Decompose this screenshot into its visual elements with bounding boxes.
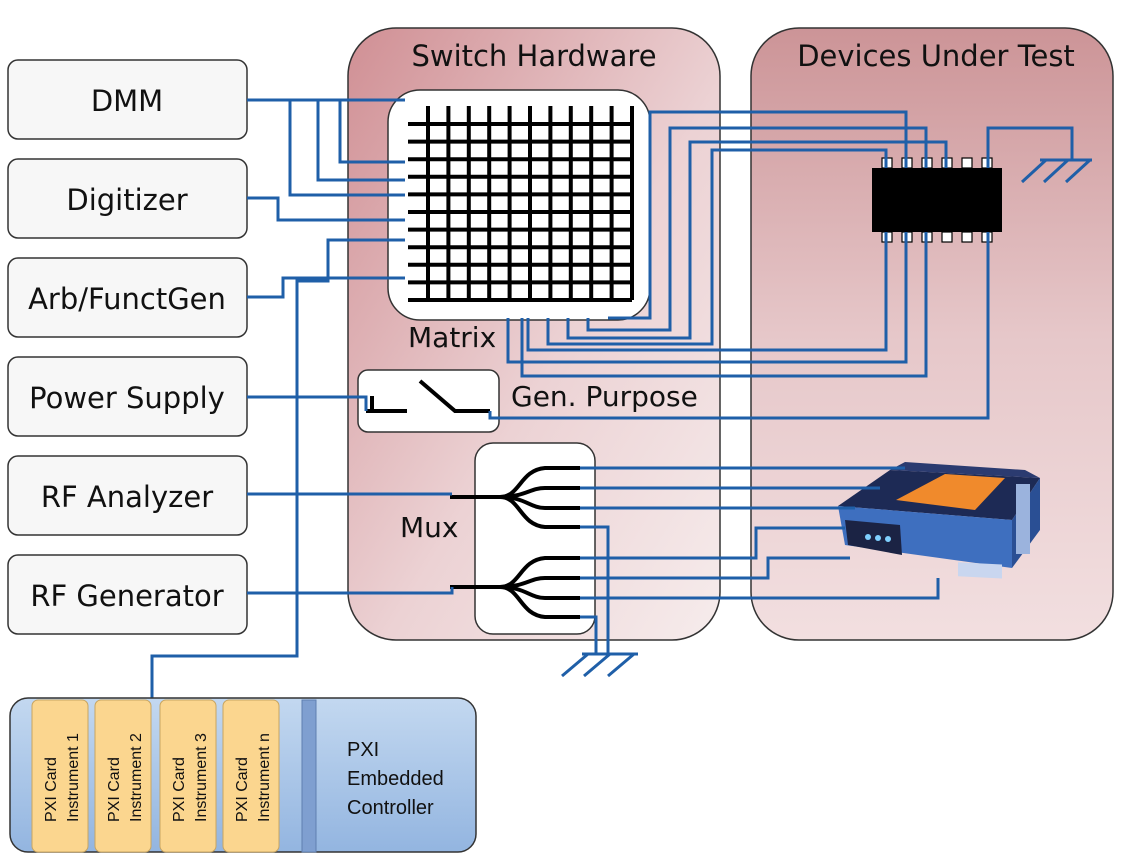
ground-icon: [561, 652, 638, 678]
ic-chip-icon: [872, 157, 1002, 243]
gen-purpose-switch: Gen. Purpose: [357, 369, 698, 433]
instrument-label: Arb/FunctGen: [28, 282, 226, 316]
instrument-label: RF Analyzer: [41, 480, 213, 514]
instrument-label: Digitizer: [66, 183, 187, 217]
mux-switch: Mux: [400, 442, 596, 635]
matrix-switch: Matrix: [387, 89, 651, 354]
dut-title: Devices Under Test: [797, 39, 1075, 73]
pxi-chassis: PXI Card Instrument 1 PXI Card Instrumen…: [9, 697, 477, 853]
controller-line2: Embedded: [347, 768, 444, 790]
instrument-list: DMM Digitizer Arb/FunctGen Power Supply …: [7, 59, 248, 635]
switch-hardware-title: Switch Hardware: [411, 39, 656, 73]
pxi-card-line2: Instrument n: [256, 733, 273, 822]
gen-purpose-label: Gen. Purpose: [511, 380, 698, 413]
mux-fan-bottom: [450, 556, 580, 619]
pxi-card-line1: PXI Card: [234, 757, 251, 822]
chip-pin-bottom: [961, 231, 973, 243]
instrument-rf-generator[interactable]: RF Generator: [7, 554, 248, 635]
chip-pin-bottom: [941, 231, 953, 243]
controller-line1: PXI: [347, 739, 379, 761]
chip-pin-top: [961, 157, 973, 169]
pxi-card-n[interactable]: PXI Card Instrument n: [222, 699, 280, 853]
wiring: [150, 98, 1074, 698]
instrument-digitizer[interactable]: Digitizer: [7, 158, 248, 239]
instrument-label: RF Generator: [30, 579, 223, 613]
instrument-label: Power Supply: [29, 381, 225, 415]
pxi-card-line2: Instrument 3: [193, 733, 210, 822]
pxi-card-line2: Instrument 1: [65, 733, 82, 822]
pxi-card-line1: PXI Card: [106, 757, 123, 822]
router-icon: [838, 462, 1040, 579]
instrument-label: DMM: [91, 84, 163, 118]
pxi-card-3[interactable]: PXI Card Instrument 3: [159, 699, 217, 853]
instrument-dmm[interactable]: DMM: [7, 59, 248, 140]
mux-fan-top: [450, 466, 580, 529]
matrix-grid: [408, 106, 634, 302]
pxi-card-line1: PXI Card: [171, 757, 188, 822]
instrument-power-supply[interactable]: Power Supply: [7, 356, 248, 437]
controller-line3: Controller: [347, 797, 434, 819]
instrument-arb-funct-gen[interactable]: Arb/FunctGen: [7, 257, 248, 338]
pxi-embedded-controller[interactable]: PXI Embedded Controller: [347, 739, 444, 819]
mux-label: Mux: [400, 511, 458, 544]
pxi-card-2[interactable]: PXI Card Instrument 2: [94, 699, 152, 853]
switch-icon: [366, 379, 490, 413]
pxi-card-line2: Instrument 2: [128, 733, 145, 822]
pxi-divider: [301, 699, 317, 853]
matrix-label: Matrix: [408, 321, 496, 354]
ground-icon: [1020, 158, 1092, 184]
pxi-card-line1: PXI Card: [43, 757, 60, 822]
pxi-card-1[interactable]: PXI Card Instrument 1: [31, 699, 89, 853]
instrument-rf-analyzer[interactable]: RF Analyzer: [7, 455, 248, 536]
